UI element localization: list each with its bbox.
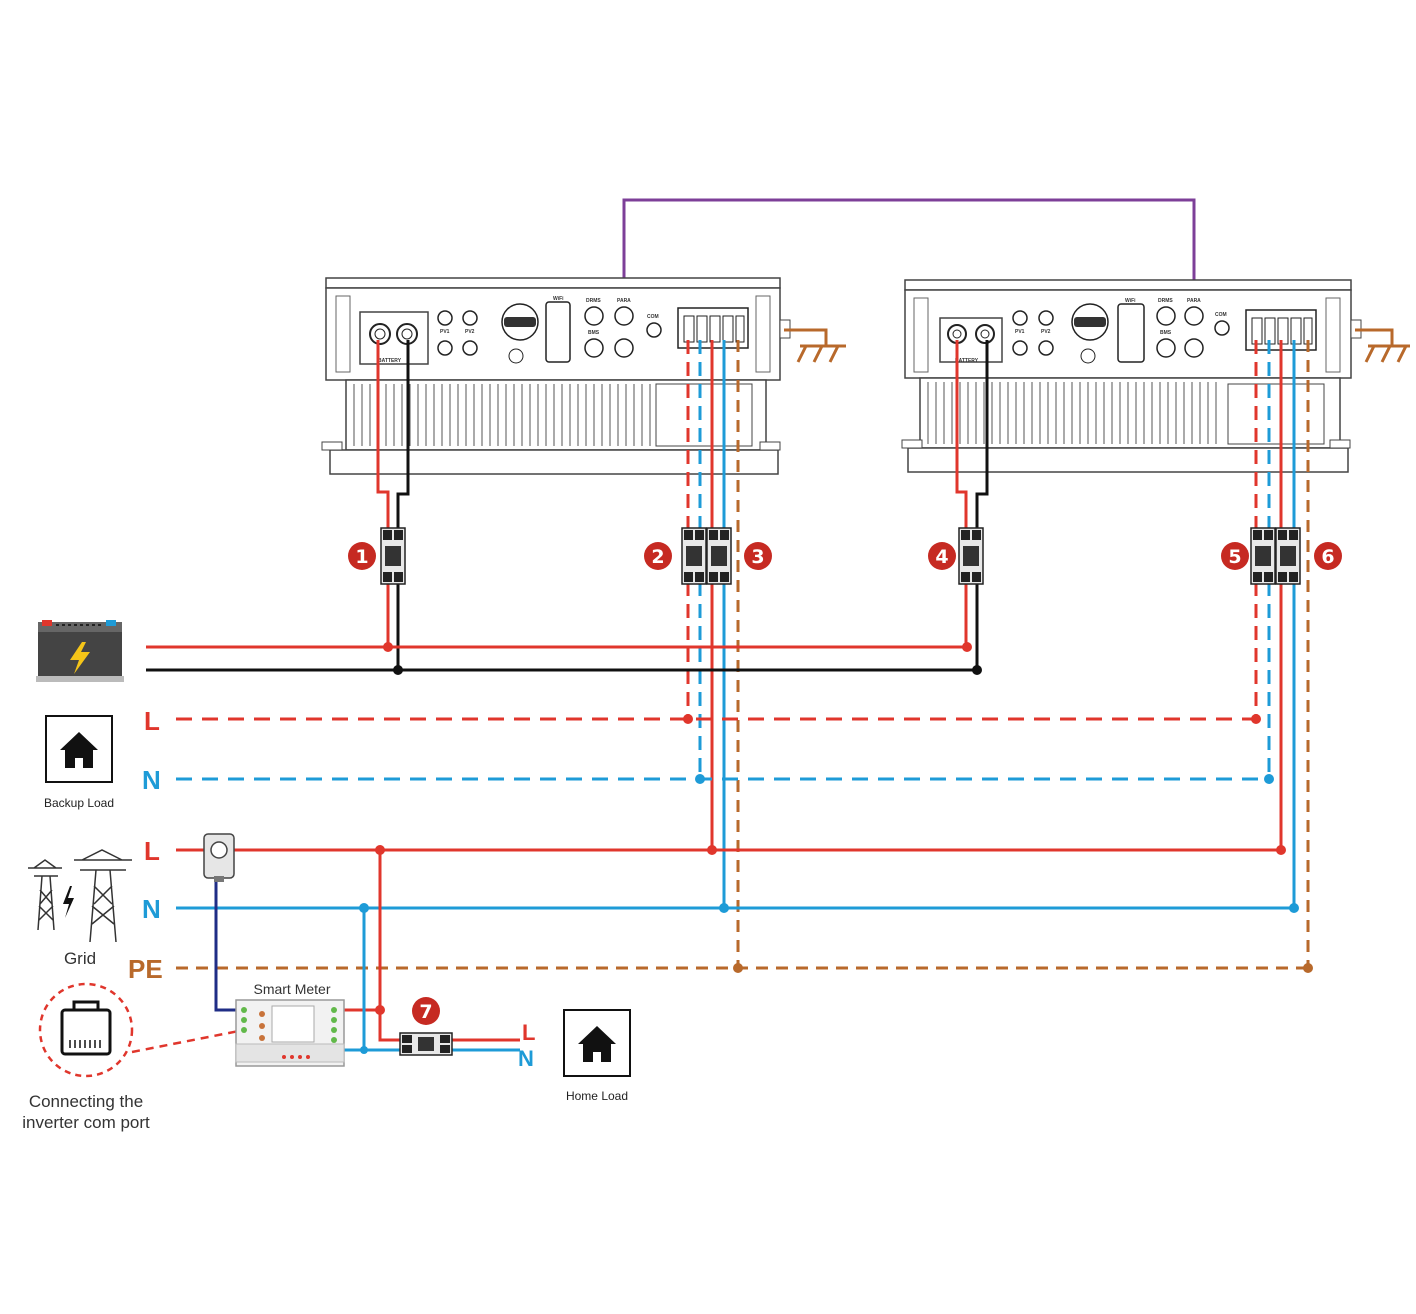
badge-3: 3 bbox=[744, 542, 772, 570]
inverter-2-battery-label: BATTERY bbox=[955, 358, 979, 364]
home-L-label: L bbox=[522, 1020, 535, 1045]
inverter-1-port-wifi: WiFi bbox=[553, 296, 564, 302]
breaker-6-grid-inv2 bbox=[1275, 527, 1301, 585]
badge-6-number: 6 bbox=[1321, 546, 1334, 568]
inverter-2-port-com: COM bbox=[1215, 312, 1227, 318]
junction-dots bbox=[359, 642, 1313, 1054]
com-port-label-line1: Connecting the bbox=[29, 1092, 143, 1111]
backup-load-label: Backup Load bbox=[44, 796, 114, 810]
badge-7-number: 7 bbox=[419, 1001, 432, 1023]
grid-L-label: L bbox=[144, 836, 160, 866]
badge-1: 1 bbox=[348, 542, 376, 570]
inverter-2-port-drms: DRMS bbox=[1158, 298, 1173, 304]
parallel-link-cable bbox=[622, 198, 1196, 320]
breaker-2-backup-inv1 bbox=[681, 527, 707, 585]
home-load-label: Home Load bbox=[566, 1089, 628, 1103]
badge-3-number: 3 bbox=[751, 546, 764, 568]
breaker-3-grid-inv1 bbox=[706, 527, 732, 585]
com-port-label-line2: inverter com port bbox=[22, 1113, 150, 1132]
inverter-2: BATTERY PV1 PV2 WiFi DRMS PARA BMS COM bbox=[901, 279, 1362, 473]
battery-icon bbox=[36, 620, 124, 682]
inverter-1-port-para: PARA bbox=[617, 298, 631, 304]
inverter-2-port-bms: BMS bbox=[1160, 330, 1172, 336]
home-L-wire bbox=[378, 1010, 520, 1042]
inverter-1: BATTERY PV1 PV2 WiFi DRMS PARA BMS COM bbox=[321, 277, 791, 475]
badge-1-number: 1 bbox=[355, 546, 368, 568]
earth-symbol-1 bbox=[784, 328, 846, 363]
ct-clamp-icon bbox=[203, 833, 235, 882]
home-load-icon bbox=[563, 1009, 631, 1077]
breaker-4-battery-inv2 bbox=[958, 527, 984, 585]
pe-label: PE bbox=[128, 954, 163, 984]
badge-4: 4 bbox=[928, 542, 956, 570]
grid-label: Grid bbox=[64, 949, 96, 968]
meter-L-wire bbox=[340, 850, 382, 1012]
meter-N-wire bbox=[344, 908, 366, 1052]
backup-home-icon bbox=[45, 715, 113, 783]
breaker-7-home-load bbox=[399, 1032, 453, 1056]
home-N-label: N bbox=[518, 1046, 534, 1071]
grid-N-label: N bbox=[142, 894, 161, 924]
backup-L-label: L bbox=[144, 706, 160, 736]
com-port-link bbox=[131, 1028, 245, 1054]
grid-tower-icon bbox=[28, 849, 132, 943]
inverter-2-port-wifi: WiFi bbox=[1125, 298, 1136, 304]
inverter-2-port-pv1: PV1 bbox=[1015, 329, 1025, 335]
inverter-1-port-com: COM bbox=[647, 314, 659, 320]
inverter-1-port-pv2: PV2 bbox=[465, 329, 475, 335]
badge-2-number: 2 bbox=[651, 546, 664, 568]
rj45-port-icon bbox=[38, 982, 134, 1078]
smart-meter-label: Smart Meter bbox=[253, 981, 330, 997]
inverter-1-port-bms: BMS bbox=[588, 330, 600, 336]
badge-6: 6 bbox=[1314, 542, 1342, 570]
breaker-1-battery-inv1 bbox=[380, 527, 406, 585]
inverter-2-port-pv2: PV2 bbox=[1041, 329, 1051, 335]
badge-5: 5 bbox=[1221, 542, 1249, 570]
inverter-1-port-drms: DRMS bbox=[586, 298, 601, 304]
badge-4-number: 4 bbox=[935, 546, 948, 568]
smart-meter-icon bbox=[235, 999, 345, 1067]
backup-N-label: N bbox=[142, 765, 161, 795]
inverter-1-port-pv1: PV1 bbox=[440, 329, 450, 335]
earth-symbol-2 bbox=[1355, 328, 1410, 363]
badge-5-number: 5 bbox=[1228, 546, 1241, 568]
breaker-5-backup-inv2 bbox=[1250, 527, 1276, 585]
badge-2: 2 bbox=[644, 542, 672, 570]
badge-7: 7 bbox=[412, 997, 440, 1025]
inverter-2-port-para: PARA bbox=[1187, 298, 1201, 304]
inverter-1-battery-label: BATTERY bbox=[378, 358, 402, 364]
ct-signal-wire bbox=[214, 876, 238, 1012]
